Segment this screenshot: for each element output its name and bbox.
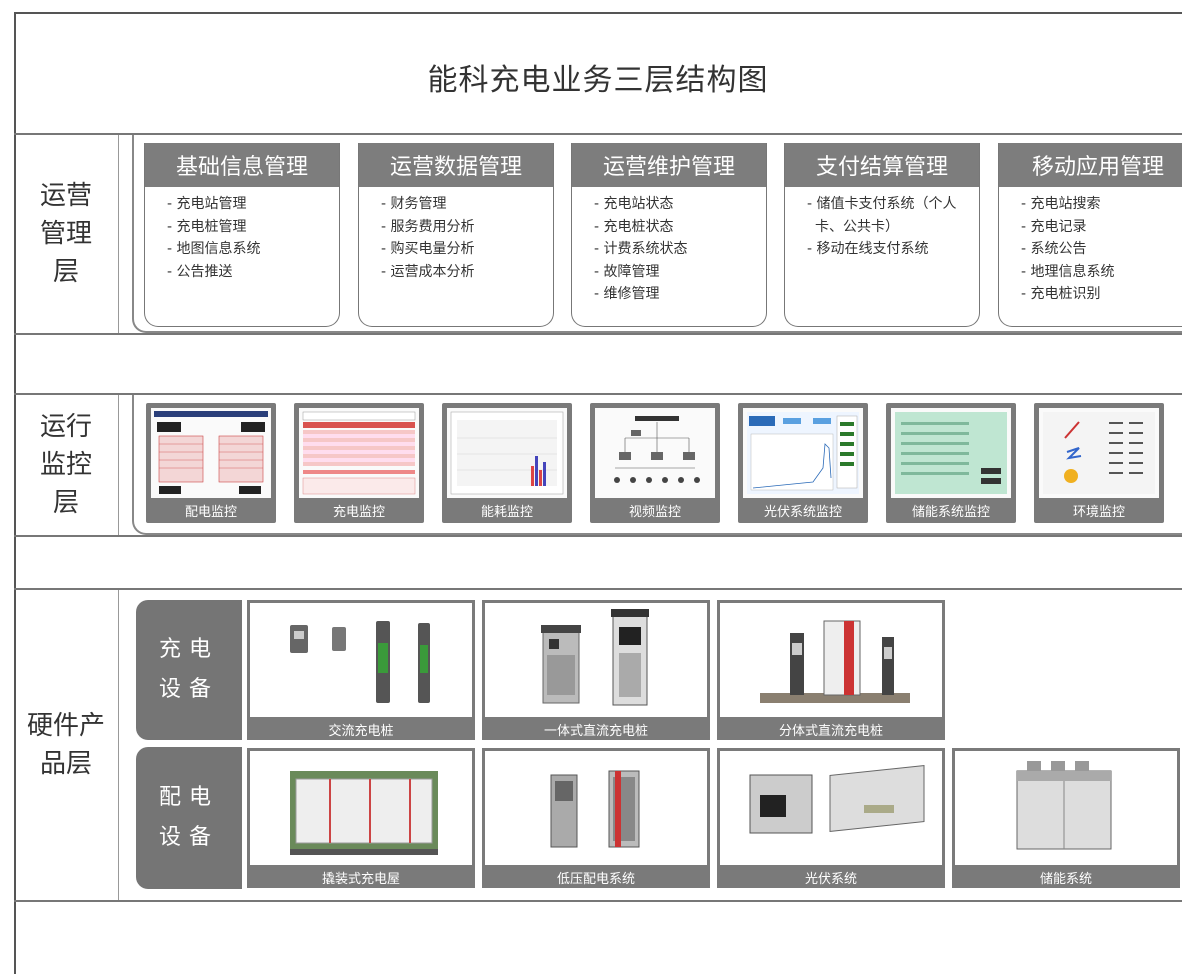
list-item: - 充电桩管理 <box>167 218 247 235</box>
screenshot-thumbnail <box>1039 408 1159 498</box>
module-card-basic-info: 基础信息管理 - 充电站管理 - 充电桩管理 - 地图信息系统 - 公告推送 <box>144 143 340 327</box>
list-item: - 充电桩识别 <box>1021 286 1101 302</box>
list-item: - 充电站管理 <box>167 196 247 212</box>
group-distribution-text: 配电设备 <box>158 785 219 850</box>
list-item: - 移动在线支付系统 <box>807 241 929 257</box>
list-item: - 充电站状态 <box>594 196 674 212</box>
screenshot-thumbnail <box>891 408 1011 498</box>
monitor-card-storage: 储能系统监控 <box>886 403 1016 523</box>
product-caption: 光伏系统 <box>804 871 857 887</box>
monitor-caption: 光伏系统监控 <box>763 505 842 520</box>
screenshot-thumbnail <box>595 408 715 498</box>
module-card-ops-data: 运营数据管理 - 财务管理 - 服务费用分析 - 购买电量分析 - 运营成本分析 <box>358 143 554 327</box>
screenshot-thumbnail <box>299 408 419 498</box>
product-image <box>485 751 707 865</box>
module-list: - 储值卡支付系统（个人 卡、公共卡） - 移动在线支付系统 <box>785 193 979 261</box>
group-charging-text: 充电设备 <box>158 637 219 702</box>
list-item: - 故障管理 <box>594 263 660 280</box>
list-item: - 服务费用分析 <box>381 218 475 235</box>
list-item: - 运营成本分析 <box>381 263 475 280</box>
layer-label-hardware: 硬件产品层 <box>14 590 119 900</box>
list-item: 卡、公共卡） <box>815 218 899 235</box>
monitor-caption: 能耗监控 <box>480 505 533 520</box>
module-card-mobile-app: 移动应用管理 - 充电站搜索 - 充电记录 - 系统公告 - 地理信息系统 - … <box>998 143 1182 327</box>
list-item: - 地理信息系统 <box>1021 263 1115 280</box>
product-card-ac-charger: 交流充电桩 <box>247 600 475 740</box>
product-card-split-dc-charger: 分体式直流充电桩 <box>717 600 945 740</box>
monitor-card-charging: 充电监控 <box>294 403 424 523</box>
module-list: - 财务管理 - 服务费用分析 - 购买电量分析 - 运营成本分析 <box>359 193 553 283</box>
monitor-caption: 环境监控 <box>1072 505 1125 520</box>
product-image <box>955 751 1177 865</box>
product-card-low-voltage-distribution: 低压配电系统 <box>482 748 710 888</box>
product-image <box>720 603 942 717</box>
list-item: - 地图信息系统 <box>167 241 261 257</box>
list-item: - 财务管理 <box>381 196 447 212</box>
product-caption: 储能系统 <box>1039 871 1092 887</box>
screenshot-thumbnail <box>447 408 567 498</box>
module-title: 支付结算管理 <box>785 143 979 187</box>
list-item: - 公告推送 <box>167 263 233 280</box>
product-card-skid-charging-house: 撬装式充电屋 <box>247 748 475 888</box>
layer-hardware-text: 硬件产品层 <box>27 711 106 779</box>
layer-ops: 运营管理层 基础信息管理 - 充电站管理 - 充电桩管理 - 地图信息系统 - … <box>14 133 1182 335</box>
module-title: 运营维护管理 <box>572 143 766 187</box>
layer-label-ops: 运营管理层 <box>14 135 119 333</box>
product-image <box>720 751 942 865</box>
list-item: - 系统公告 <box>1021 241 1087 257</box>
module-list: - 充电站管理 - 充电桩管理 - 地图信息系统 - 公告推送 <box>145 193 339 283</box>
module-title: 基础信息管理 <box>145 143 339 187</box>
product-caption: 分体式直流充电桩 <box>778 723 883 739</box>
monitor-card-environment: 环境监控 <box>1034 403 1164 523</box>
product-card-energy-storage: 储能系统 <box>952 748 1180 888</box>
monitor-caption: 储能系统监控 <box>911 505 990 520</box>
monitor-caption: 视频监控 <box>628 505 681 520</box>
module-list: - 充电站搜索 - 充电记录 - 系统公告 - 地理信息系统 - 充电桩识别 <box>999 193 1182 306</box>
layer-ops-text: 运营管理层 <box>39 181 92 287</box>
monitor-caption: 配电监控 <box>184 505 237 520</box>
product-caption: 一体式直流充电桩 <box>543 723 648 739</box>
module-card-ops-maintenance: 运营维护管理 - 充电站状态 - 充电桩状态 - 计费系统状态 - 故障管理 -… <box>571 143 767 327</box>
list-item: - 计费系统状态 <box>594 241 688 257</box>
layer-monitor-text: 运行监控层 <box>39 412 92 518</box>
layer-monitor: 运行监控层 配电监控 <box>14 393 1182 537</box>
diagram-frame <box>14 12 1182 974</box>
product-card-pv-system: 光伏系统 <box>717 748 945 888</box>
layer-hardware: 硬件产品层 <box>14 588 1182 902</box>
module-title: 运营数据管理 <box>359 143 553 187</box>
ops-module-group: 基础信息管理 - 充电站管理 - 充电桩管理 - 地图信息系统 - 公告推送 运… <box>132 135 1182 333</box>
module-title: 移动应用管理 <box>999 143 1182 187</box>
list-item: - 维修管理 <box>594 286 660 302</box>
module-list: - 充电站状态 - 充电桩状态 - 计费系统状态 - 故障管理 - 维修管理 <box>572 193 766 306</box>
product-card-integrated-dc-charger: 一体式直流充电桩 <box>482 600 710 740</box>
layer-label-monitor: 运行监控层 <box>14 395 119 535</box>
monitor-card-pv: 光伏系统监控 <box>738 403 868 523</box>
screenshot-thumbnail <box>743 408 863 498</box>
group-label-charging: 充电设备 <box>136 600 242 740</box>
list-item: - 储值卡支付系统（个人 <box>807 196 957 212</box>
list-item: - 充电站搜索 <box>1021 196 1101 212</box>
list-item: - 充电记录 <box>1021 218 1087 235</box>
product-image <box>485 603 707 717</box>
monitor-card-video: 视频监控 <box>590 403 720 523</box>
monitor-caption: 充电监控 <box>332 505 385 520</box>
monitor-card-energy: 能耗监控 <box>442 403 572 523</box>
list-item: - 充电桩状态 <box>594 218 674 235</box>
product-image <box>250 603 472 717</box>
product-image <box>250 751 472 865</box>
group-label-distribution: 配电设备 <box>136 747 242 889</box>
product-caption: 撬装式充电屋 <box>321 871 400 887</box>
product-caption: 低压配电系统 <box>556 871 635 887</box>
product-caption: 交流充电桩 <box>328 723 394 739</box>
list-item: - 购买电量分析 <box>381 241 475 257</box>
diagram-title: 能科充电业务三层结构图 <box>427 63 769 98</box>
monitor-group: 配电监控 充电监控 <box>132 395 1182 535</box>
screenshot-thumbnail <box>151 408 271 498</box>
module-card-payment: 支付结算管理 - 储值卡支付系统（个人 卡、公共卡） - 移动在线支付系统 <box>784 143 980 327</box>
monitor-card-power-distribution: 配电监控 <box>146 403 276 523</box>
